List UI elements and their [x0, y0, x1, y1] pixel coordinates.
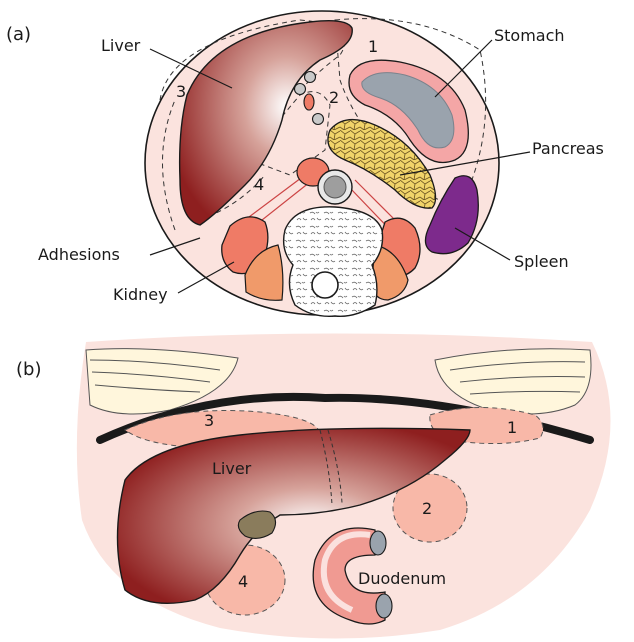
duodenum-end-lower: [376, 594, 392, 618]
label-pancreas: Pancreas: [532, 139, 604, 158]
region-number-3: 3: [176, 82, 186, 101]
space-number-4: 4: [238, 572, 248, 591]
label-liver-b: Liver: [212, 459, 252, 478]
panel-a-label: (a): [6, 24, 31, 45]
label-liver-a: Liver: [101, 36, 141, 55]
duodenum-end-upper: [370, 531, 386, 555]
label-adhesions: Adhesions: [38, 245, 120, 264]
label-duodenum: Duodenum: [358, 569, 446, 588]
label-kidney: Kidney: [113, 285, 168, 304]
label-spleen: Spleen: [514, 252, 569, 271]
space-number-2: 2: [422, 499, 432, 518]
space-number-3: 3: [204, 411, 214, 430]
space-number-1: 1: [507, 418, 517, 437]
region-number-4: 4: [254, 175, 264, 194]
region-number-1: 1: [368, 37, 378, 56]
region-number-2: 2: [329, 88, 339, 107]
spinal-canal: [312, 272, 338, 298]
panel-b-label: (b): [16, 359, 41, 380]
label-stomach: Stomach: [494, 26, 565, 45]
